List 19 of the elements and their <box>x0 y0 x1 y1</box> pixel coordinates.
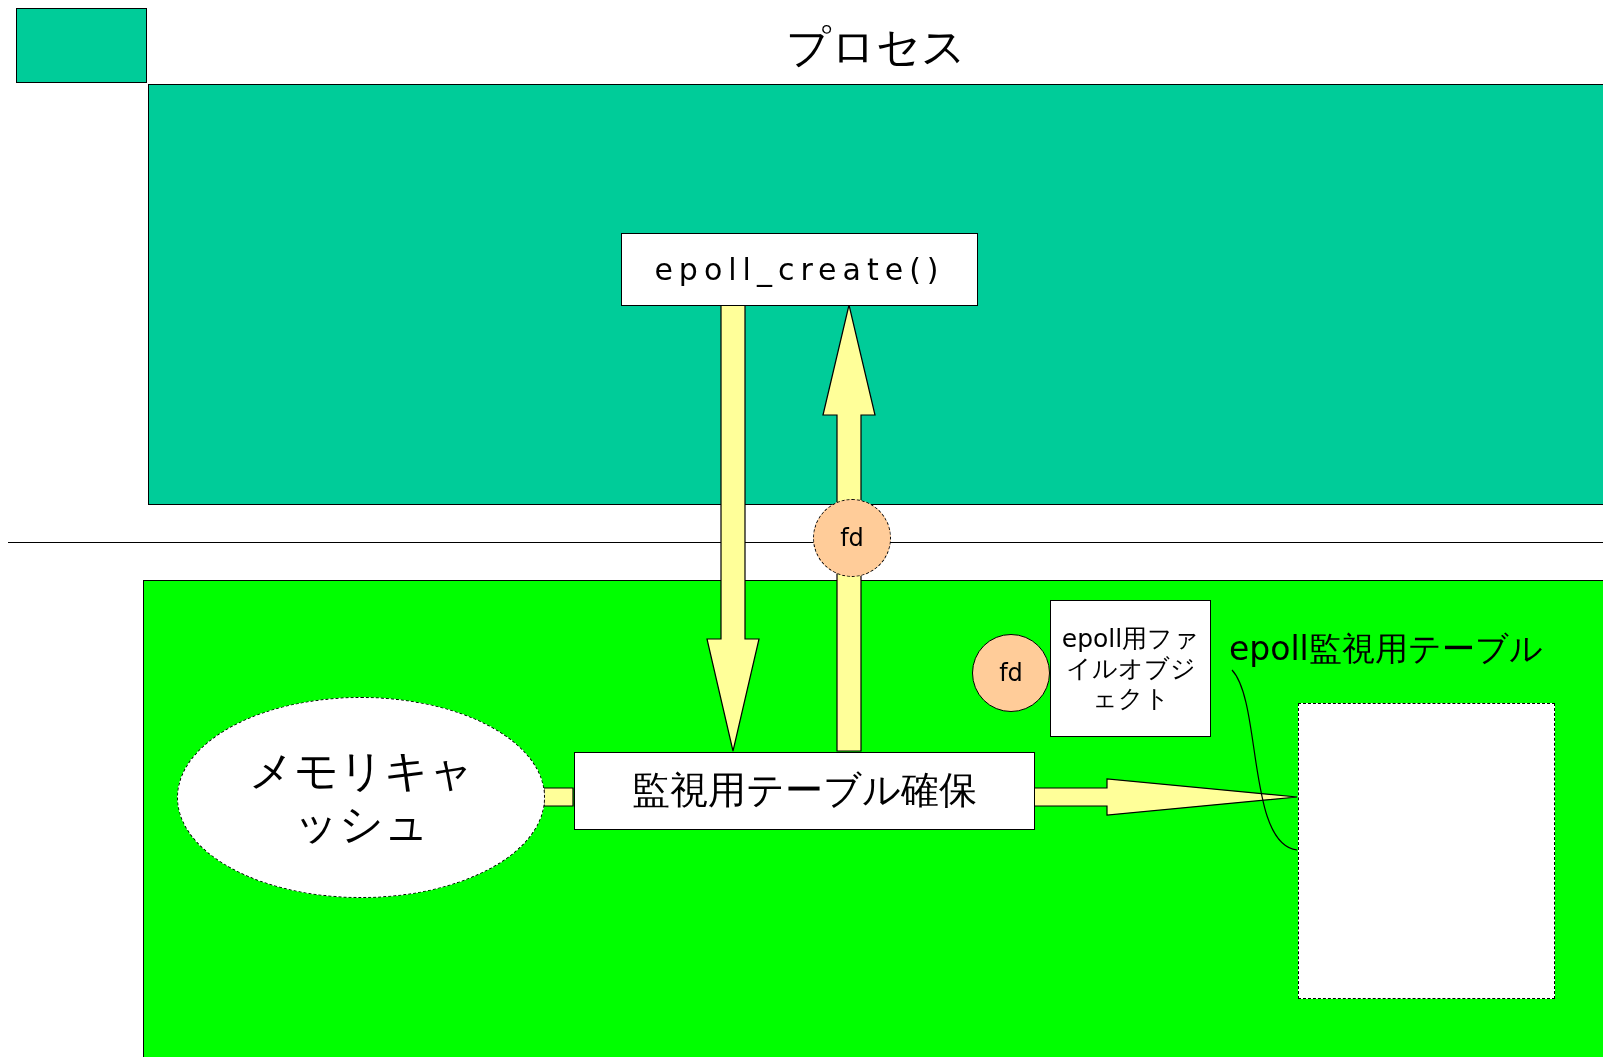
function-box <box>621 233 978 306</box>
block-arrow <box>822 304 876 752</box>
allocate-table-label: 監視用テーブル確保 <box>632 768 977 814</box>
file-object-label: epoll用ファイルオブジェクト <box>1060 623 1201 714</box>
file-object-box <box>1050 600 1211 737</box>
table-placeholder <box>1298 703 1555 999</box>
folder-tab <box>16 8 147 83</box>
connector-bar <box>543 787 574 807</box>
kernel-area <box>143 580 1603 1057</box>
memory-cache-label: メモリキャッシュ <box>247 744 475 851</box>
block-arrow <box>1033 778 1298 816</box>
block-arrow <box>706 304 760 752</box>
function-name: epoll_create() <box>654 251 945 288</box>
fd-label: fd <box>840 523 864 553</box>
leader-line <box>1231 669 1298 851</box>
fd-label: fd <box>999 658 1023 688</box>
table-label: epoll監視用テーブル <box>1229 629 1543 669</box>
panel-title: プロセス <box>785 20 967 74</box>
allocate-table-box <box>574 752 1035 830</box>
